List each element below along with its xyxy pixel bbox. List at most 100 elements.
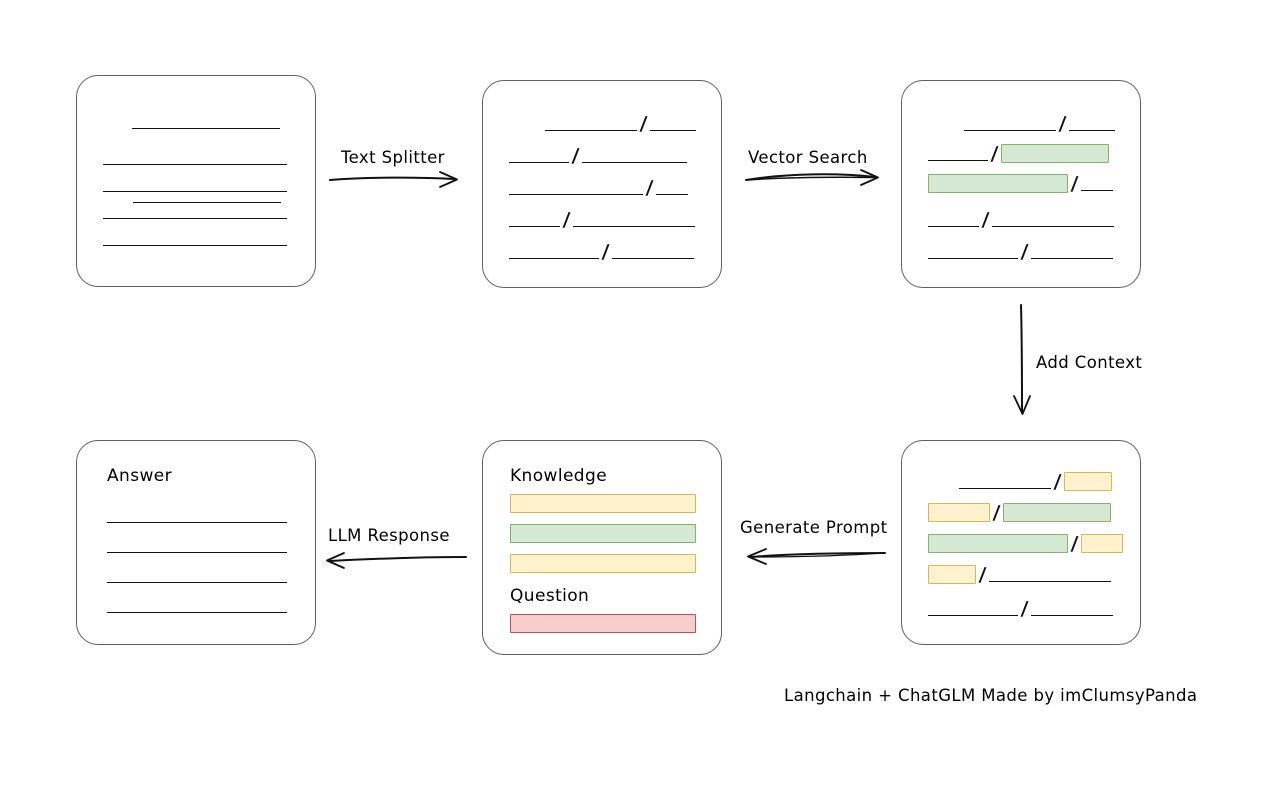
document-line bbox=[103, 175, 287, 193]
text-rule bbox=[103, 190, 287, 192]
text-rule bbox=[964, 129, 1056, 131]
text-rule bbox=[133, 201, 281, 203]
chunk-row: / bbox=[545, 112, 696, 135]
chunk-row-context: / bbox=[928, 501, 1111, 524]
context-chunk-yellow bbox=[1063, 471, 1112, 491]
slash-separator: / bbox=[1070, 172, 1079, 195]
knowledge-bar-yellow bbox=[510, 494, 696, 513]
arrow-label-text-splitter: Text Splitter bbox=[341, 148, 445, 167]
text-rule bbox=[928, 159, 988, 161]
slash-separator: / bbox=[639, 112, 648, 135]
prompt-box[interactable]: Knowledge Question bbox=[482, 440, 722, 655]
arrow-label-add-context: Add Context bbox=[1036, 353, 1143, 372]
arrow-llm-response bbox=[326, 552, 467, 569]
chunk-row: / bbox=[509, 144, 687, 167]
matched-chunk-green bbox=[1000, 143, 1109, 163]
slash-separator: / bbox=[1058, 112, 1067, 135]
slash-separator: / bbox=[1053, 470, 1062, 493]
matched-chunk-green bbox=[1002, 502, 1111, 522]
answer-line bbox=[107, 536, 287, 554]
matched-chunk-green bbox=[928, 533, 1068, 553]
arrow-label-generate-prompt: Generate Prompt bbox=[740, 518, 888, 537]
slash-separator: / bbox=[1070, 532, 1079, 555]
prompt-knowledge-label: Knowledge bbox=[510, 466, 608, 486]
slash-separator: / bbox=[645, 176, 654, 199]
text-rule bbox=[959, 487, 1051, 489]
slash-separator: / bbox=[1020, 597, 1029, 620]
chunk-row: / bbox=[928, 208, 1114, 231]
knowledge-bar-green bbox=[510, 524, 696, 543]
arrow-generate-prompt bbox=[747, 548, 886, 565]
document-line bbox=[103, 148, 287, 166]
chunk-row: / bbox=[964, 112, 1115, 135]
slash-separator: / bbox=[981, 208, 990, 231]
text-rule bbox=[581, 161, 687, 163]
chunk-row-matched: / bbox=[928, 142, 1109, 165]
context-chunk-yellow bbox=[928, 564, 976, 584]
document-line bbox=[103, 202, 287, 220]
question-bar-red bbox=[510, 614, 696, 633]
text-rule bbox=[649, 129, 696, 131]
slash-separator: / bbox=[601, 240, 610, 263]
chunk-row-context: / bbox=[959, 470, 1112, 493]
text-rule bbox=[509, 257, 599, 259]
answer-line bbox=[107, 566, 287, 584]
text-rule bbox=[1080, 189, 1113, 191]
text-rule bbox=[928, 257, 1018, 259]
arrow-label-vector-search: Vector Search bbox=[748, 148, 868, 167]
chunk-row-context: / bbox=[928, 532, 1123, 555]
text-rule bbox=[1030, 257, 1113, 259]
text-rule bbox=[509, 225, 560, 227]
slash-separator: / bbox=[571, 144, 580, 167]
slash-separator: / bbox=[990, 142, 999, 165]
source-document-box[interactable] bbox=[76, 75, 316, 287]
chunk-row: / bbox=[509, 208, 695, 231]
chunk-row: / bbox=[509, 176, 688, 199]
matched-chunks-box[interactable]: / / / / / bbox=[901, 80, 1141, 288]
text-rule bbox=[132, 127, 280, 129]
answer-line bbox=[107, 596, 287, 614]
matched-chunk-green bbox=[928, 173, 1068, 193]
document-line bbox=[133, 186, 281, 204]
arrow-text-splitter bbox=[329, 171, 458, 188]
document-line bbox=[103, 229, 287, 247]
slash-separator: / bbox=[978, 563, 987, 586]
slash-separator: / bbox=[562, 208, 571, 231]
text-rule bbox=[572, 225, 695, 227]
document-line-first bbox=[132, 112, 280, 130]
text-rule bbox=[655, 193, 688, 195]
text-rule bbox=[928, 614, 1018, 616]
answer-box[interactable]: Answer bbox=[76, 440, 316, 645]
chunk-row-context: / bbox=[928, 563, 1111, 586]
text-rule bbox=[107, 581, 287, 583]
text-rule bbox=[103, 217, 287, 219]
text-rule bbox=[107, 611, 287, 613]
text-rule bbox=[509, 161, 569, 163]
knowledge-bar-yellow bbox=[510, 554, 696, 573]
text-rule bbox=[107, 551, 287, 553]
arrow-vector-search bbox=[745, 169, 879, 186]
text-rule bbox=[1030, 614, 1113, 616]
chunk-row: / bbox=[928, 597, 1113, 620]
text-rule bbox=[107, 521, 287, 523]
chunk-row-matched: / bbox=[928, 172, 1113, 195]
answer-line bbox=[107, 506, 287, 524]
answer-label: Answer bbox=[107, 466, 173, 486]
text-rule bbox=[103, 244, 287, 246]
chunk-row: / bbox=[928, 240, 1113, 263]
slash-separator: / bbox=[1020, 240, 1029, 263]
text-rule bbox=[545, 129, 637, 131]
split-chunks-box[interactable]: / / / / / bbox=[482, 80, 722, 288]
text-rule bbox=[1068, 129, 1115, 131]
slash-separator: / bbox=[992, 501, 1001, 524]
context-chunk-yellow bbox=[928, 502, 990, 522]
arrow-label-llm-response: LLM Response bbox=[328, 526, 450, 545]
text-rule bbox=[509, 193, 643, 195]
text-rule bbox=[928, 225, 979, 227]
text-rule bbox=[611, 257, 694, 259]
prompt-question-label: Question bbox=[510, 586, 590, 606]
text-rule bbox=[988, 580, 1111, 582]
text-rule bbox=[991, 225, 1114, 227]
context-chunk-yellow bbox=[1080, 533, 1123, 553]
context-added-box[interactable]: / / / / / bbox=[901, 440, 1141, 645]
